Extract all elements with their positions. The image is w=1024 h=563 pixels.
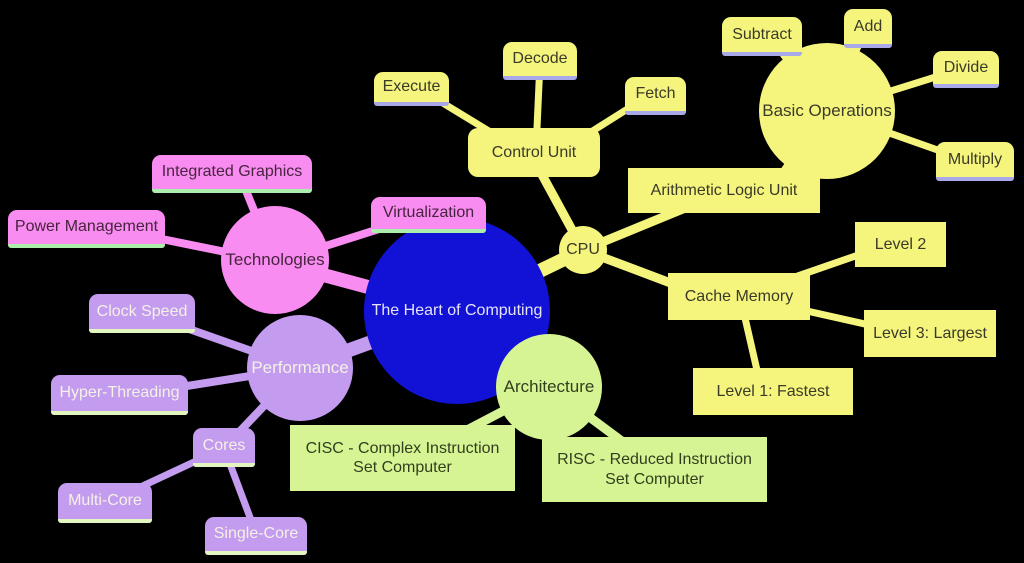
node-single-core: Single-Core [205, 517, 307, 555]
node-power-management: Power Management [8, 210, 165, 248]
node-multiply: Multiply [936, 142, 1014, 181]
node-performance: Performance [247, 315, 353, 421]
node-cores: Cores [193, 428, 255, 467]
node-execute: Execute [374, 72, 449, 106]
node-divide: Divide [933, 51, 999, 88]
node-level2: Level 2 [855, 222, 946, 267]
node-technologies: Technologies [221, 206, 329, 314]
node-cpu: CPU [559, 226, 607, 274]
node-multi-core: Multi-Core [58, 483, 152, 523]
node-decode: Decode [503, 42, 577, 80]
node-alu: Arithmetic Logic Unit [628, 168, 820, 213]
node-add: Add [844, 9, 892, 48]
node-clock-speed: Clock Speed [89, 294, 195, 333]
node-hyper-threading: Hyper-Threading [51, 375, 188, 415]
node-risc: RISC - Reduced Instruction Set Computer [542, 437, 767, 502]
node-subtract: Subtract [722, 17, 802, 56]
node-virtualization: Virtualization [371, 197, 486, 233]
node-cisc: CISC - Complex Instruction Set Computer [290, 425, 515, 491]
node-level1: Level 1: Fastest [693, 368, 853, 415]
node-architecture: Architecture [496, 334, 602, 440]
node-level3: Level 3: Largest [864, 310, 996, 357]
node-integrated-graphics: Integrated Graphics [152, 155, 312, 193]
node-control-unit: Control Unit [468, 128, 600, 177]
node-cache-memory: Cache Memory [668, 273, 810, 320]
node-fetch: Fetch [625, 77, 686, 115]
node-basic-operations: Basic Operations [759, 43, 895, 179]
